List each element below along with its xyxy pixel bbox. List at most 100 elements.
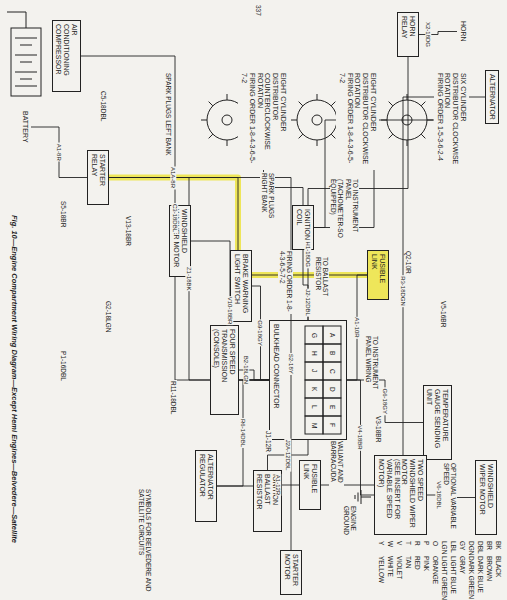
pin-letter: K: [311, 386, 318, 392]
component-name: BATTERY: [21, 111, 29, 143]
terminal-tick: [331, 134, 335, 138]
battery-plate: [15, 55, 37, 56]
cavity: [323, 362, 341, 380]
component-name: ALTERNATOR: [488, 74, 496, 120]
relay-box: STARTER RELAY: [87, 150, 109, 205]
color-code-cell: LGN: [441, 540, 448, 555]
wire-code: Q2-10R: [405, 250, 412, 275]
horn-label: HORN: [457, 18, 469, 45]
wire-code: G6-18GY: [382, 388, 389, 415]
battery-plate: [15, 38, 37, 39]
wire-code: X2-18DG: [425, 21, 432, 48]
color-code-cell: V: [396, 540, 403, 546]
color-code-cell: DARK BLUE: [477, 555, 484, 594]
terminal-tick: [209, 102, 213, 106]
pin-letter: C: [329, 368, 336, 375]
wire: [308, 57, 408, 320]
note-text: OPTIONAL VARIABLE SPEED: [442, 462, 457, 539]
pin-letter: H: [311, 350, 318, 357]
terminal-tick: [407, 140, 408, 146]
note-text: VALIANT AND BARRACUDA: [329, 440, 344, 502]
component-note: FIRING ORDER 1-8-4-3-6-5-7-2: [240, 73, 256, 167]
pin-letter: L: [311, 404, 318, 410]
motor-box: STARTER MOTOR: [280, 550, 302, 595]
wire-code: V10-18BR: [227, 296, 234, 326]
component-name: ALTERNATOR REGULATOR: [198, 454, 214, 518]
component-name: HORN: [459, 21, 467, 42]
terminal-tick: [201, 120, 207, 121]
component-name: FUSIBLE LINK: [370, 254, 386, 296]
terminal-tick: [389, 102, 393, 106]
color-code-cell: BR: [486, 540, 493, 551]
battery-plate: [15, 72, 37, 73]
terminal-tick: [299, 134, 303, 138]
wire-code: S2-18Y: [288, 353, 295, 375]
wire-code: B2-18LGN: [243, 355, 250, 385]
wire-code: G2-18LGN: [105, 300, 112, 333]
note-text: TO INSTRUMENT PANEL (TACHOMETER-SO EQUIP…: [330, 178, 359, 242]
component-name: STARTER RELAY: [90, 154, 106, 201]
component-name: EIGHT CYLINDER DISTRIBUTOR CLOCKWISE ROT…: [354, 73, 377, 167]
battery-plate: [20, 62, 32, 63]
component-note: FIRING ORDER 1-5-3-6-2-4: [436, 73, 444, 167]
pin-letter: J: [311, 368, 318, 373]
terminal-tick: [421, 134, 425, 138]
component-name: HORN RELAY: [400, 16, 416, 53]
component-name: STARTER MOTOR: [283, 554, 299, 591]
component-name: BRAKE WARNING LIGHT SWITCH: [233, 254, 249, 318]
wire-code: G9-18GY: [257, 319, 264, 346]
component-name: FUSIBLE LINK: [302, 464, 318, 506]
component-name: FOUR SPEED TRANSMISSION (CONSOLE): [213, 329, 236, 411]
distributor-label: EIGHT CYLINDER DISTRIBUTOR COUNTERCLOCKW…: [238, 70, 289, 170]
wire-code: A1-8R: [56, 143, 63, 162]
pin-letter: F: [329, 422, 336, 428]
battery-ground-cable: [26, 12, 27, 28]
wire-code: C3-18DBL: [172, 203, 179, 233]
fusible-link: FUSIBLE LINK: [367, 250, 389, 300]
wire: [109, 178, 269, 381]
fusible-link: FUSIBLE LINK: [299, 460, 321, 510]
note-text: ENGINE GROUND: [342, 505, 357, 562]
note-text: FIRING ORDER 1-8-4-3-6-5-7-2: [278, 250, 293, 314]
color-code-cell: BLACK: [495, 555, 502, 578]
pin-letter: B: [329, 350, 336, 356]
wire-code: J1-12R: [265, 430, 272, 453]
terminal-tick: [317, 140, 318, 146]
color-code-cell: LIGHT GREEN: [441, 555, 448, 600]
wire-code: V3-18BR: [375, 415, 382, 443]
battery-plate: [20, 79, 32, 80]
pin-letter: D: [329, 386, 336, 393]
wire-code: A1-10R: [354, 316, 361, 338]
battery-ground-cable: [7, 12, 26, 13]
color-code-cell: PINK: [423, 555, 430, 572]
wire-code: R6-14DBL: [240, 418, 247, 448]
color-code-cell: VIOLET: [396, 555, 403, 580]
pin-letter: A: [329, 332, 336, 338]
color-code-cell: BK: [495, 540, 502, 551]
wire: [31, 127, 87, 178]
pin-letter: E: [329, 404, 336, 410]
battery-symbol: [11, 28, 41, 96]
cavity: [305, 416, 323, 434]
color-code-cell: R: [414, 540, 421, 547]
terminal-tick: [291, 120, 297, 121]
color-code-cell: DBL: [477, 540, 484, 555]
note-text: TO INSTRUMENT PANEL WIRING: [364, 335, 379, 407]
pin-letter: M: [311, 422, 318, 429]
relay-box: HORN RELAY: [397, 12, 419, 57]
color-code-cell: DGN: [468, 540, 475, 556]
color-code-cell: WHITE: [387, 555, 394, 578]
motor-box: TWO SPEED WINDSHIELD WIPER MOTOR(SEE INS…: [374, 455, 427, 535]
note-text: TO BALLAST RESISTOR: [314, 256, 329, 318]
wire: [347, 380, 423, 423]
component-note: (SEE INSERT FOR VARIABLE SPEED MOTOR): [377, 459, 400, 531]
terminal-tick: [299, 102, 303, 106]
sending-unit: TEMPERATURE GAUGE SENDING UNIT: [423, 385, 452, 460]
terminal-tick: [227, 140, 228, 146]
ground-bar: [358, 493, 359, 502]
cavity: [305, 344, 323, 362]
note-text: SPARK PLUGS LEFT BANK: [165, 72, 172, 156]
cavity: [305, 380, 323, 398]
terminal-tick: [389, 134, 393, 138]
wire-code: J2-12DBL: [305, 288, 312, 317]
